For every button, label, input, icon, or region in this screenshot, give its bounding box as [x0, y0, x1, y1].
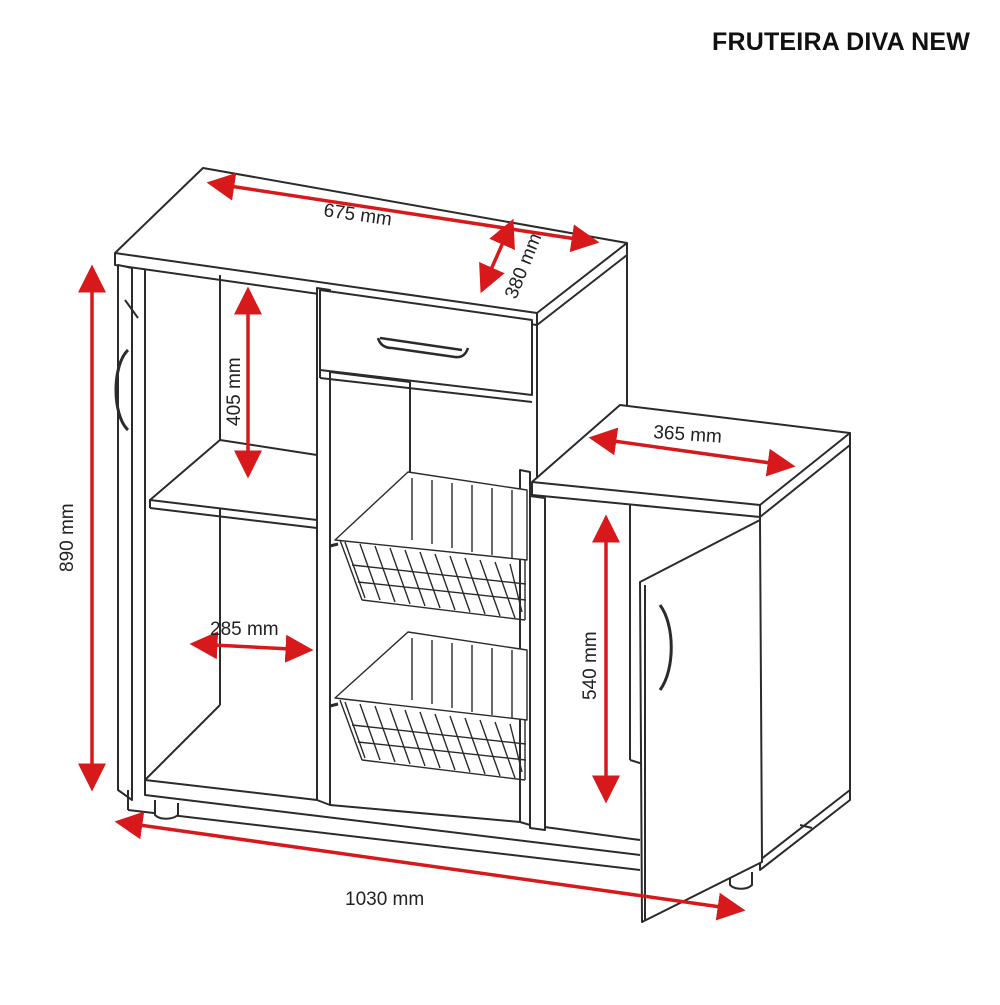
- label-side-cabinet-height: 540 mm: [580, 631, 601, 700]
- dimension-labels: 675 mm 380 mm 890 mm 405 mm 285 mm 365 m…: [57, 200, 723, 910]
- left-door: [114, 264, 139, 801]
- arrow-side-top-width: [588, 427, 796, 477]
- wire-basket-upper: [329, 471, 528, 621]
- label-niche-height: 405 mm: [224, 357, 245, 426]
- drawer: [319, 289, 533, 403]
- arrow-top-depth: [479, 218, 515, 294]
- side-top: [531, 404, 851, 518]
- label-niche-width: 285 mm: [210, 619, 279, 640]
- arrow-niche-width: [189, 631, 314, 663]
- label-side-top-width: 365 mm: [653, 422, 723, 448]
- arrow-top-width: [206, 172, 600, 253]
- label-total-width: 1030 mm: [345, 889, 424, 910]
- product-title: FRUTEIRA DIVA NEW: [711, 28, 970, 56]
- left-shelf: [149, 439, 318, 529]
- wire-basket-lower: [329, 631, 528, 781]
- bottom-base: [127, 779, 641, 871]
- right-door: [639, 519, 763, 923]
- arrow-total-width: [114, 811, 746, 921]
- label-total-height: 890 mm: [57, 503, 78, 572]
- dimension-arrows: [78, 172, 796, 921]
- cabinet-drawing: [114, 167, 851, 923]
